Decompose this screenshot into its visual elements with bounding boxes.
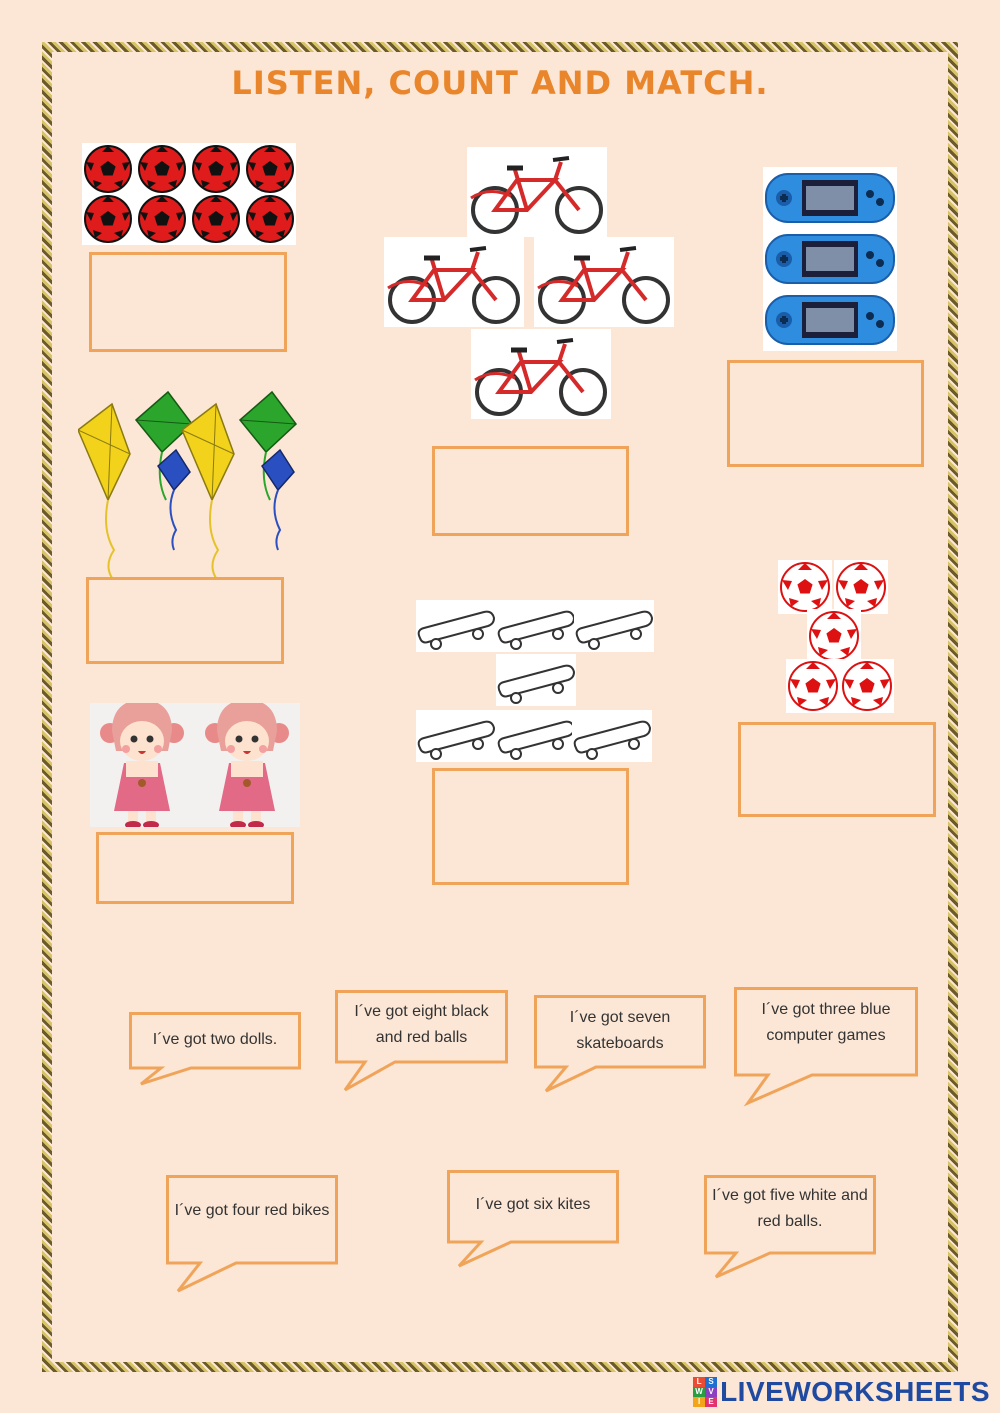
- speech-bubble-three-games[interactable]: I´ve got three blue computer games: [734, 987, 918, 1107]
- answer-box-skateboards[interactable]: [432, 768, 629, 885]
- bubble-text: I´ve got five white and red balls.: [712, 1187, 868, 1230]
- speech-bubble-six-kites[interactable]: I´ve got six kites: [447, 1170, 619, 1268]
- black-red-balls-picture: [82, 143, 296, 245]
- answer-box-blue-computer-games[interactable]: [727, 360, 924, 467]
- speech-bubble-shape: [734, 987, 918, 1107]
- answer-box-black-red-balls[interactable]: [89, 252, 287, 352]
- soccer-ball-white-red-icon: [777, 559, 895, 714]
- red-bike-icon: [384, 146, 674, 420]
- bubble-text: I´ve got two dolls.: [152, 1031, 278, 1048]
- doll-icon: [100, 699, 289, 829]
- red-bikes-picture: [384, 146, 674, 420]
- answer-box-kites[interactable]: [86, 577, 284, 664]
- bubble-text: I´ve got three blue computer games: [761, 1001, 891, 1044]
- answer-box-dolls[interactable]: [96, 832, 294, 904]
- kites-picture: [77, 390, 302, 580]
- speech-bubble-two-dolls[interactable]: I´ve got two dolls.: [129, 1012, 301, 1086]
- blue-computer-games-picture: [763, 167, 897, 351]
- kite-icon: [77, 391, 297, 579]
- page-title: LISTEN, COUNT AND MATCH.: [231, 64, 769, 102]
- speech-bubble-five-white-red-balls[interactable]: I´ve got five white and red balls.: [704, 1175, 876, 1279]
- bubble-text: I´ve got four red bikes: [174, 1202, 330, 1219]
- speech-bubble-seven-skateboards[interactable]: I´ve got seven skateboards: [534, 995, 706, 1093]
- bubble-text: I´ve got six kites: [475, 1196, 591, 1213]
- soccer-ball-black-red-icon: [84, 145, 294, 243]
- answer-box-red-bikes[interactable]: [432, 446, 629, 536]
- speech-bubble-shape: [447, 1170, 619, 1268]
- speech-bubble-eight-balls[interactable]: I´ve got eight black and red balls: [335, 990, 508, 1092]
- skateboard-icon: [415, 599, 655, 763]
- logo-text: LIVEWORKSHEETS: [720, 1376, 990, 1407]
- answer-box-white-red-balls[interactable]: [738, 722, 936, 817]
- speech-bubble-shape: [534, 995, 706, 1093]
- speech-bubble-shape: [704, 1175, 876, 1279]
- white-red-balls-picture: [775, 559, 895, 714]
- handheld-game-icon: [765, 173, 895, 345]
- speech-bubble-four-bikes[interactable]: I´ve got four red bikes: [166, 1175, 338, 1293]
- dolls-picture: [90, 699, 300, 829]
- bubble-text: I´ve got eight black and red balls: [354, 1003, 489, 1046]
- bubble-text: I´ve got seven skateboards: [569, 1009, 671, 1052]
- skateboards-picture: [414, 598, 656, 764]
- speech-bubble-shape: [129, 1012, 301, 1086]
- speech-bubble-shape: [335, 990, 508, 1092]
- speech-bubble-shape: [166, 1175, 338, 1293]
